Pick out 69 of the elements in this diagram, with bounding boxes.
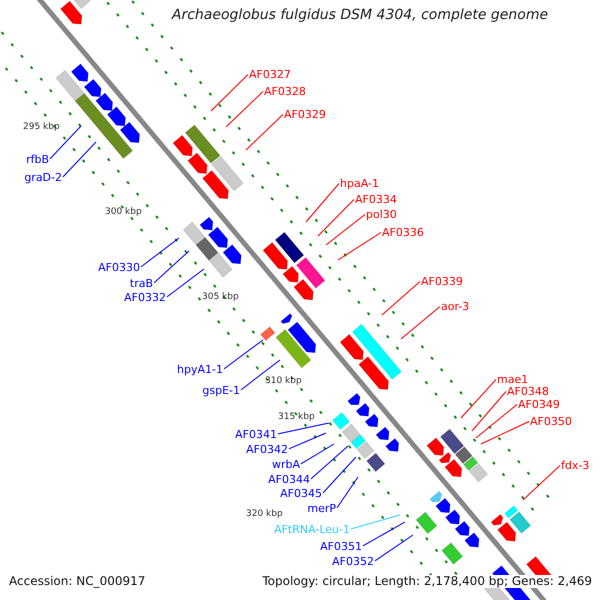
gene-label: AF0334	[355, 193, 397, 206]
gene-label: AF0332	[124, 291, 166, 304]
gene-label: AF0329	[284, 108, 326, 121]
leader-line	[288, 432, 326, 450]
scale-tick-label: 320 kbp	[246, 509, 283, 519]
scale-tick-label: 295 kbp	[23, 122, 60, 132]
gene-label: gspE-1	[202, 384, 240, 397]
gene-label: AF0352	[332, 555, 374, 568]
leader-line	[382, 281, 420, 316]
gene-label: traB	[130, 277, 153, 290]
leader-line	[306, 183, 340, 222]
gene-label: AF0348	[507, 385, 549, 398]
scale-tick-label: 300 kbp	[105, 207, 142, 217]
leader-line	[400, 306, 440, 340]
leader-line	[166, 268, 204, 298]
leader-line	[322, 456, 356, 494]
leader-line	[362, 522, 406, 546]
gene-label: AF0330	[98, 261, 140, 274]
gene-label: AF0345	[280, 487, 322, 500]
scale-tick-label: 310 kbp	[265, 376, 302, 386]
gene-label: pol30	[366, 208, 397, 221]
gene-label: merP	[307, 502, 336, 515]
gene-label: fdx-3	[561, 459, 590, 472]
gene-label: AFtRNA-Leu-1	[274, 523, 350, 536]
leader-line	[210, 74, 248, 112]
leader-line	[460, 379, 496, 418]
gene-label: AF0327	[249, 68, 291, 81]
leader-line	[480, 421, 530, 444]
gene-label: hpyA1-1	[177, 363, 223, 376]
gene-label: AF0341	[235, 428, 277, 441]
gene-label: AF0342	[246, 443, 288, 456]
leader-line	[154, 250, 190, 284]
leader-line	[336, 476, 358, 508]
leader-line	[278, 422, 330, 434]
gene-label: mae1	[497, 373, 528, 386]
leader-line	[318, 199, 354, 236]
leader-line	[50, 126, 82, 160]
scale-tick-label: 305 kbp	[202, 292, 239, 302]
scale-tick-label: 315 kbp	[278, 412, 315, 422]
leader-line	[226, 91, 264, 128]
leader-line	[310, 446, 348, 480]
leader-line	[140, 238, 180, 268]
leader-line	[240, 360, 280, 390]
gene-label: AF0328	[264, 85, 306, 98]
leader-line	[326, 214, 366, 246]
gene-label: AF0339	[421, 275, 463, 288]
gene-label: hpaA-1	[340, 177, 379, 190]
accession-note: Accession: NC_000917	[9, 575, 146, 588]
leader-line	[476, 404, 518, 438]
leader-line	[300, 444, 334, 464]
gene-label: AF0349	[518, 398, 560, 411]
leader-line	[246, 114, 284, 150]
gene-label: aor-3	[441, 300, 470, 313]
genome-summary-note: Topology: circular; Length: 2,178,400 bp; Genes: 2,469	[262, 575, 592, 588]
gene-label: AF0350	[530, 415, 572, 428]
leader-line	[472, 391, 506, 432]
gene-label: AF0344	[268, 473, 310, 486]
title: Archaeoglobus fulgidus DSM 4304, complete genome	[170, 9, 550, 22]
leader-line	[62, 142, 96, 178]
leader-line	[338, 232, 382, 260]
gene-label: rfbB	[26, 153, 49, 166]
leader-line	[374, 534, 414, 562]
gene-label: AF0336	[382, 226, 424, 239]
gene-label: wrbA	[272, 458, 300, 471]
leader-line	[224, 340, 264, 370]
gene-label: AF0351	[320, 540, 362, 553]
leader-line	[522, 465, 560, 500]
leader-line	[350, 514, 400, 530]
gene-label: graD-2	[24, 171, 62, 184]
